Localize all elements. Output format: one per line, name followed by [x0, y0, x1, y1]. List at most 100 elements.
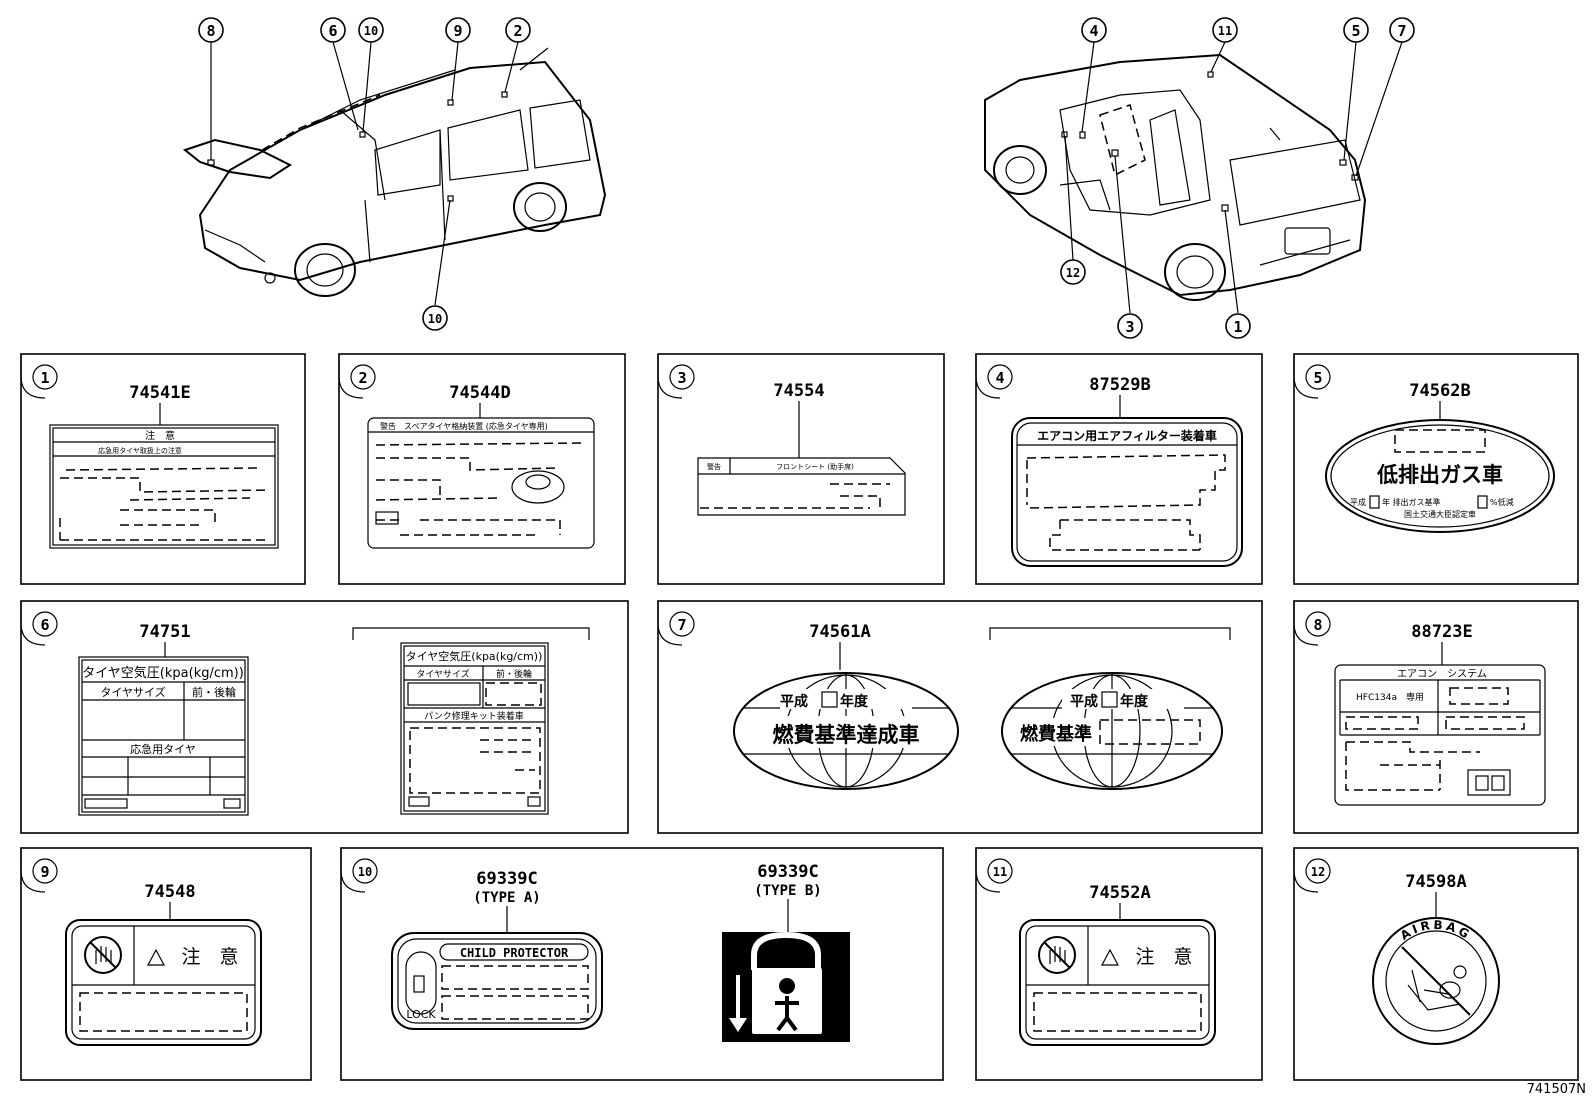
- svg-text:エアコン システム: エアコン システム: [1397, 668, 1487, 680]
- svg-text:2: 2: [358, 369, 367, 387]
- svg-text:CHILD PROTECTOR: CHILD PROTECTOR: [460, 946, 569, 960]
- svg-text:フロントシート (助手席): フロントシート (助手席): [776, 462, 854, 471]
- svg-text:10: 10: [364, 24, 378, 38]
- panel-10: 10 69339C (TYPE A) CHILD PROTECTOR LOCK …: [340, 847, 944, 1081]
- label-title: 注 意: [145, 429, 175, 442]
- svg-text:6: 6: [328, 22, 337, 40]
- svg-text:2: 2: [513, 22, 522, 40]
- svg-text:低排出ガス車: 低排出ガス車: [1376, 463, 1503, 487]
- callout-1: 1: [1225, 313, 1251, 339]
- svg-text:69339C: 69339C: [476, 869, 537, 889]
- svg-text:10: 10: [428, 312, 442, 326]
- svg-text:タイヤサイズ: タイヤサイズ: [416, 668, 469, 680]
- svg-text:88723E: 88723E: [1411, 622, 1472, 642]
- svg-text:燃費基準: 燃費基準: [1020, 723, 1092, 745]
- svg-text:国土交通大臣認定車: 国土交通大臣認定車: [1404, 509, 1476, 519]
- svg-text:年 排出ガス基準: 年 排出ガス基準: [1382, 497, 1441, 507]
- front-vehicle-illustration: [182, 47, 607, 297]
- svg-text:74548: 74548: [144, 882, 195, 902]
- svg-text:タイヤサイズ: タイヤサイズ: [100, 685, 165, 699]
- svg-text:LOCK: LOCK: [406, 1008, 436, 1021]
- svg-text:7: 7: [677, 616, 686, 634]
- svg-text:74561A: 74561A: [809, 622, 870, 642]
- svg-text:(TYPE B): (TYPE B): [754, 883, 821, 899]
- svg-text:12: 12: [1311, 865, 1325, 879]
- callout-9: 9: [445, 17, 471, 43]
- svg-text:年度: 年度: [840, 693, 869, 710]
- svg-text:平成: 平成: [1350, 497, 1366, 507]
- svg-text:平成: 平成: [1070, 693, 1098, 710]
- callout-12: 12: [1060, 259, 1086, 285]
- svg-text:タイヤ空気圧(kpa(kg/cm)): タイヤ空気圧(kpa(kg/cm)): [82, 665, 244, 681]
- airbag-icon: [1372, 917, 1500, 1045]
- svg-text:74552A: 74552A: [1089, 883, 1150, 903]
- svg-text:69339C: 69339C: [757, 862, 818, 882]
- panel-6: 6 74751 タイヤ空気圧(kpa(kg/cm)) タイヤサイズ 前・後輪 応…: [20, 600, 629, 834]
- callout-10: 10: [358, 17, 384, 43]
- callout-8: 8: [198, 17, 224, 43]
- part-number: 74541E: [129, 383, 190, 403]
- svg-text:年度: 年度: [1120, 693, 1149, 710]
- svg-text:3: 3: [1125, 318, 1134, 336]
- panel-1: 1 74541E 注 意 応急用タイヤ取扱上の注意: [20, 353, 306, 585]
- svg-text:警告: 警告: [707, 462, 721, 471]
- panel-12: 12 74598A AIRBAG: [1293, 847, 1579, 1081]
- svg-text:タイヤ空気圧(kpa(kg/cm)): タイヤ空気圧(kpa(kg/cm)): [406, 649, 543, 663]
- svg-text:74562B: 74562B: [1409, 381, 1470, 401]
- front-callouts: 8 6 10 9 2 10: [198, 17, 531, 331]
- svg-text:9: 9: [453, 22, 462, 40]
- svg-text:6: 6: [40, 616, 49, 634]
- diagram-id: 741507N: [1527, 1082, 1586, 1097]
- panel-9: 9 74548 注 意: [20, 847, 312, 1081]
- svg-text:74598A: 74598A: [1405, 872, 1466, 892]
- rear-vehicle-illustration: [984, 53, 1367, 301]
- svg-text:1: 1: [1233, 318, 1242, 336]
- panel-3: 3 74554 警告 フロントシート (助手席): [657, 353, 945, 585]
- svg-text:87529B: 87529B: [1089, 375, 1150, 395]
- svg-text:11: 11: [993, 865, 1007, 879]
- svg-text:9: 9: [40, 863, 49, 881]
- svg-text:12: 12: [1066, 266, 1080, 280]
- no-hand-icon: [1038, 936, 1076, 974]
- svg-text:パンク修理キット装着車: パンク修理キット装着車: [424, 710, 523, 722]
- panel-4: 4 87529B エアコン用エアフィルター装着車: [975, 353, 1263, 585]
- svg-text:8: 8: [1313, 616, 1322, 634]
- rear-callouts: 4 11 5 7 12 3 1: [1060, 17, 1415, 339]
- svg-text:10: 10: [358, 865, 372, 879]
- svg-text:応急用タイヤ: 応急用タイヤ: [130, 742, 196, 756]
- svg-text:平成: 平成: [780, 693, 808, 710]
- panel-number: 1: [40, 369, 49, 387]
- panel-8: 8 88723E エアコン システム HFC134a 専用: [1293, 600, 1579, 834]
- callout-2: 2: [505, 17, 531, 43]
- svg-text:8: 8: [206, 22, 215, 40]
- panel-5: 5 74562B 低排出ガス車 平成 年 排出ガス基準 %低減 国土交通大臣認定…: [1293, 353, 1579, 585]
- svg-text:前・後輪: 前・後輪: [192, 685, 236, 699]
- svg-text:5: 5: [1313, 369, 1322, 387]
- svg-text:11: 11: [1218, 24, 1232, 38]
- svg-text:エアコン用エアフィルター装着車: エアコン用エアフィルター装着車: [1037, 428, 1217, 443]
- svg-text:74751: 74751: [139, 622, 190, 642]
- svg-text:74554: 74554: [773, 381, 824, 401]
- warning-icon: [1101, 948, 1119, 966]
- svg-text:警告 スペアタイヤ格納装置 (応急タイヤ専用): 警告 スペアタイヤ格納装置 (応急タイヤ専用): [380, 421, 548, 431]
- svg-text:74544D: 74544D: [449, 383, 510, 403]
- callout-6: 6: [320, 17, 346, 43]
- callout-7: 7: [1389, 17, 1415, 43]
- label-subtitle: 応急用タイヤ取扱上の注意: [98, 446, 182, 455]
- svg-text:注 意: 注 意: [181, 946, 238, 968]
- svg-text:5: 5: [1351, 22, 1360, 40]
- panel-11: 11 74552A 注 意: [975, 847, 1263, 1081]
- svg-text:注 意: 注 意: [1135, 946, 1192, 968]
- callout-5: 5: [1343, 17, 1369, 43]
- callout-4: 4: [1081, 17, 1107, 43]
- warning-icon: [147, 948, 165, 966]
- svg-text:7: 7: [1397, 22, 1406, 40]
- panel-7: 7 74561A 平成 年度 燃費基準達成車 平成 年度 燃費基準: [657, 600, 1263, 834]
- no-hand-icon: [84, 936, 122, 974]
- callout-10-bottom: 10: [422, 305, 448, 331]
- callout-11: 11: [1212, 17, 1238, 43]
- svg-text:4: 4: [995, 369, 1004, 387]
- svg-text:3: 3: [677, 369, 686, 387]
- svg-text:前・後輪: 前・後輪: [496, 668, 532, 680]
